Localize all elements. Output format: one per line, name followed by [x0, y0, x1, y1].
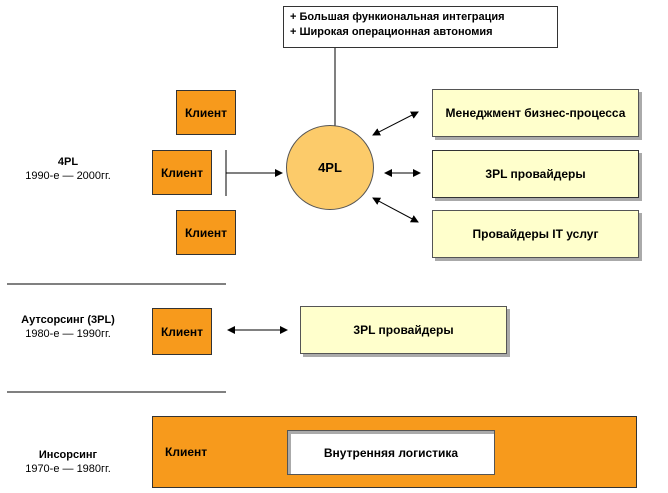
box-business-process-management: Менеджмент бизнес-процесса	[432, 89, 639, 137]
insourcing-client-label: Клиент	[165, 445, 208, 459]
era-outsourcing-title: Аутсорсинг (3PL)	[21, 314, 115, 326]
box-it-providers: Провайдеры IT услуг	[432, 210, 639, 258]
era-insourcing-title: Инсорсинг	[38, 449, 98, 461]
client-box-bottom: Клиент	[176, 210, 236, 255]
client-box-outsourcing: Клиент	[152, 308, 212, 355]
arrow-to-bpm	[372, 111, 419, 136]
internal-logistics-label: Внутренняя логистика	[323, 445, 459, 460]
era-outsourcing-dates: 1980-е — 1990гг.	[25, 328, 111, 340]
era-4pl: 4PL 1990-е — 2000гг.	[8, 155, 128, 183]
top-note-line-2: + Широкая операционная автономия	[290, 26, 493, 38]
client-box-insourcing: Клиент	[152, 416, 637, 488]
box-3pl-providers: 3PL провайдеры	[432, 150, 639, 198]
era-insourcing: Инсорсинг 1970-е — 1980гг.	[8, 448, 128, 476]
era-outsourcing: Аутсорсинг (3PL) 1980-е — 1990гг.	[8, 313, 128, 341]
era-insourcing-dates: 1970-е — 1980гг.	[25, 463, 111, 475]
box-internal-logistics: Внутренняя логистика	[287, 430, 495, 475]
era-4pl-title: 4PL	[57, 156, 79, 168]
box-outsourcing-3pl-providers: 3PL провайдеры	[300, 306, 507, 354]
era-4pl-dates: 1990-е — 2000гг.	[25, 170, 111, 182]
client-box-middle: Клиент	[152, 150, 212, 195]
top-note-line-1: + Большая функиональная интеграция	[290, 11, 505, 23]
arrow-to-it	[372, 197, 419, 223]
top-note: + Большая функиональная интеграция + Шир…	[283, 6, 558, 48]
center-4pl-circle: 4PL	[286, 125, 374, 210]
client-box-top: Клиент	[176, 90, 236, 135]
